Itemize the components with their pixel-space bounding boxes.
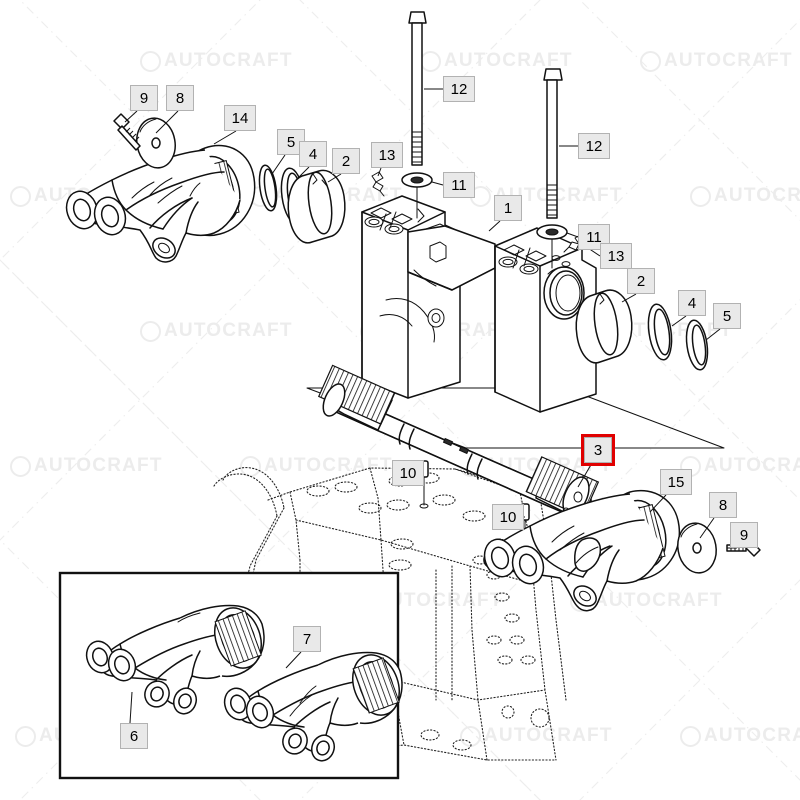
long-hex-bolt-left-12 [408,11,427,166]
callout-9[interactable]: 9 [130,85,158,111]
callout-13-right[interactable]: 13 [600,243,632,269]
callout-12-right[interactable]: 12 [578,133,610,159]
callout-number: 9 [739,526,749,544]
callout-number: 13 [607,247,625,265]
callout-10-lower[interactable]: 10 [492,504,524,530]
callout-number: 4 [308,145,318,163]
retaining-ring-right-5 [685,319,709,371]
bushing-sleeve-left-2 [287,169,346,244]
callout-number: 8 [718,496,728,514]
callout-number: 2 [341,152,351,170]
callout-7[interactable]: 7 [293,626,321,652]
long-hex-bolt-right-12 [543,68,563,219]
callout-10-upper[interactable]: 10 [392,460,424,486]
callout-number: 4 [687,294,697,312]
callout-number: 5 [286,133,296,151]
callout-number: 9 [139,89,149,107]
callout-6[interactable]: 6 [120,723,148,749]
callout-number: 1 [503,199,513,217]
callout-number: 5 [722,307,732,325]
callout-number: 10 [499,508,517,526]
callout-number: 12 [585,137,603,155]
flat-washer-right-11 [536,224,568,240]
callout-14[interactable]: 14 [224,105,256,131]
callout-number: 10 [399,464,417,482]
thrust-washer-right-8 [677,522,717,574]
callout-8[interactable]: 8 [166,85,194,111]
callout-13-left[interactable]: 13 [371,142,403,168]
inset-detail-box [58,571,403,780]
callout-15[interactable]: 15 [660,469,692,495]
callout-4-left[interactable]: 4 [299,141,327,167]
callout-4-right[interactable]: 4 [678,290,706,316]
callout-12-left[interactable]: 12 [443,76,475,102]
callout-number: 2 [636,272,646,290]
callout-number: 15 [667,473,685,491]
callout-3-highlighted[interactable]: 3 [581,434,615,466]
callout-number: 13 [378,146,396,164]
callout-5-right[interactable]: 5 [713,303,741,329]
callout-2-left[interactable]: 2 [332,148,360,174]
cap-screw-left-9 [113,113,141,151]
callout-11-left[interactable]: 11 [443,172,475,198]
callout-2-right[interactable]: 2 [627,268,655,294]
callout-8-right[interactable]: 8 [709,492,737,518]
callout-number: 8 [175,89,185,107]
callout-1[interactable]: 1 [494,195,522,221]
callout-number: 14 [231,109,249,127]
seal-ring-right-4 [647,303,673,361]
callout-9-right[interactable]: 9 [730,522,758,548]
callout-number: 11 [451,176,467,194]
retaining-ring-left-5 [258,164,278,212]
flat-washer-left-11 [401,172,433,188]
callout-number: 3 [593,441,603,459]
callout-number: 7 [302,630,312,648]
callout-number: 12 [450,80,468,98]
callout-number: 6 [129,727,139,745]
